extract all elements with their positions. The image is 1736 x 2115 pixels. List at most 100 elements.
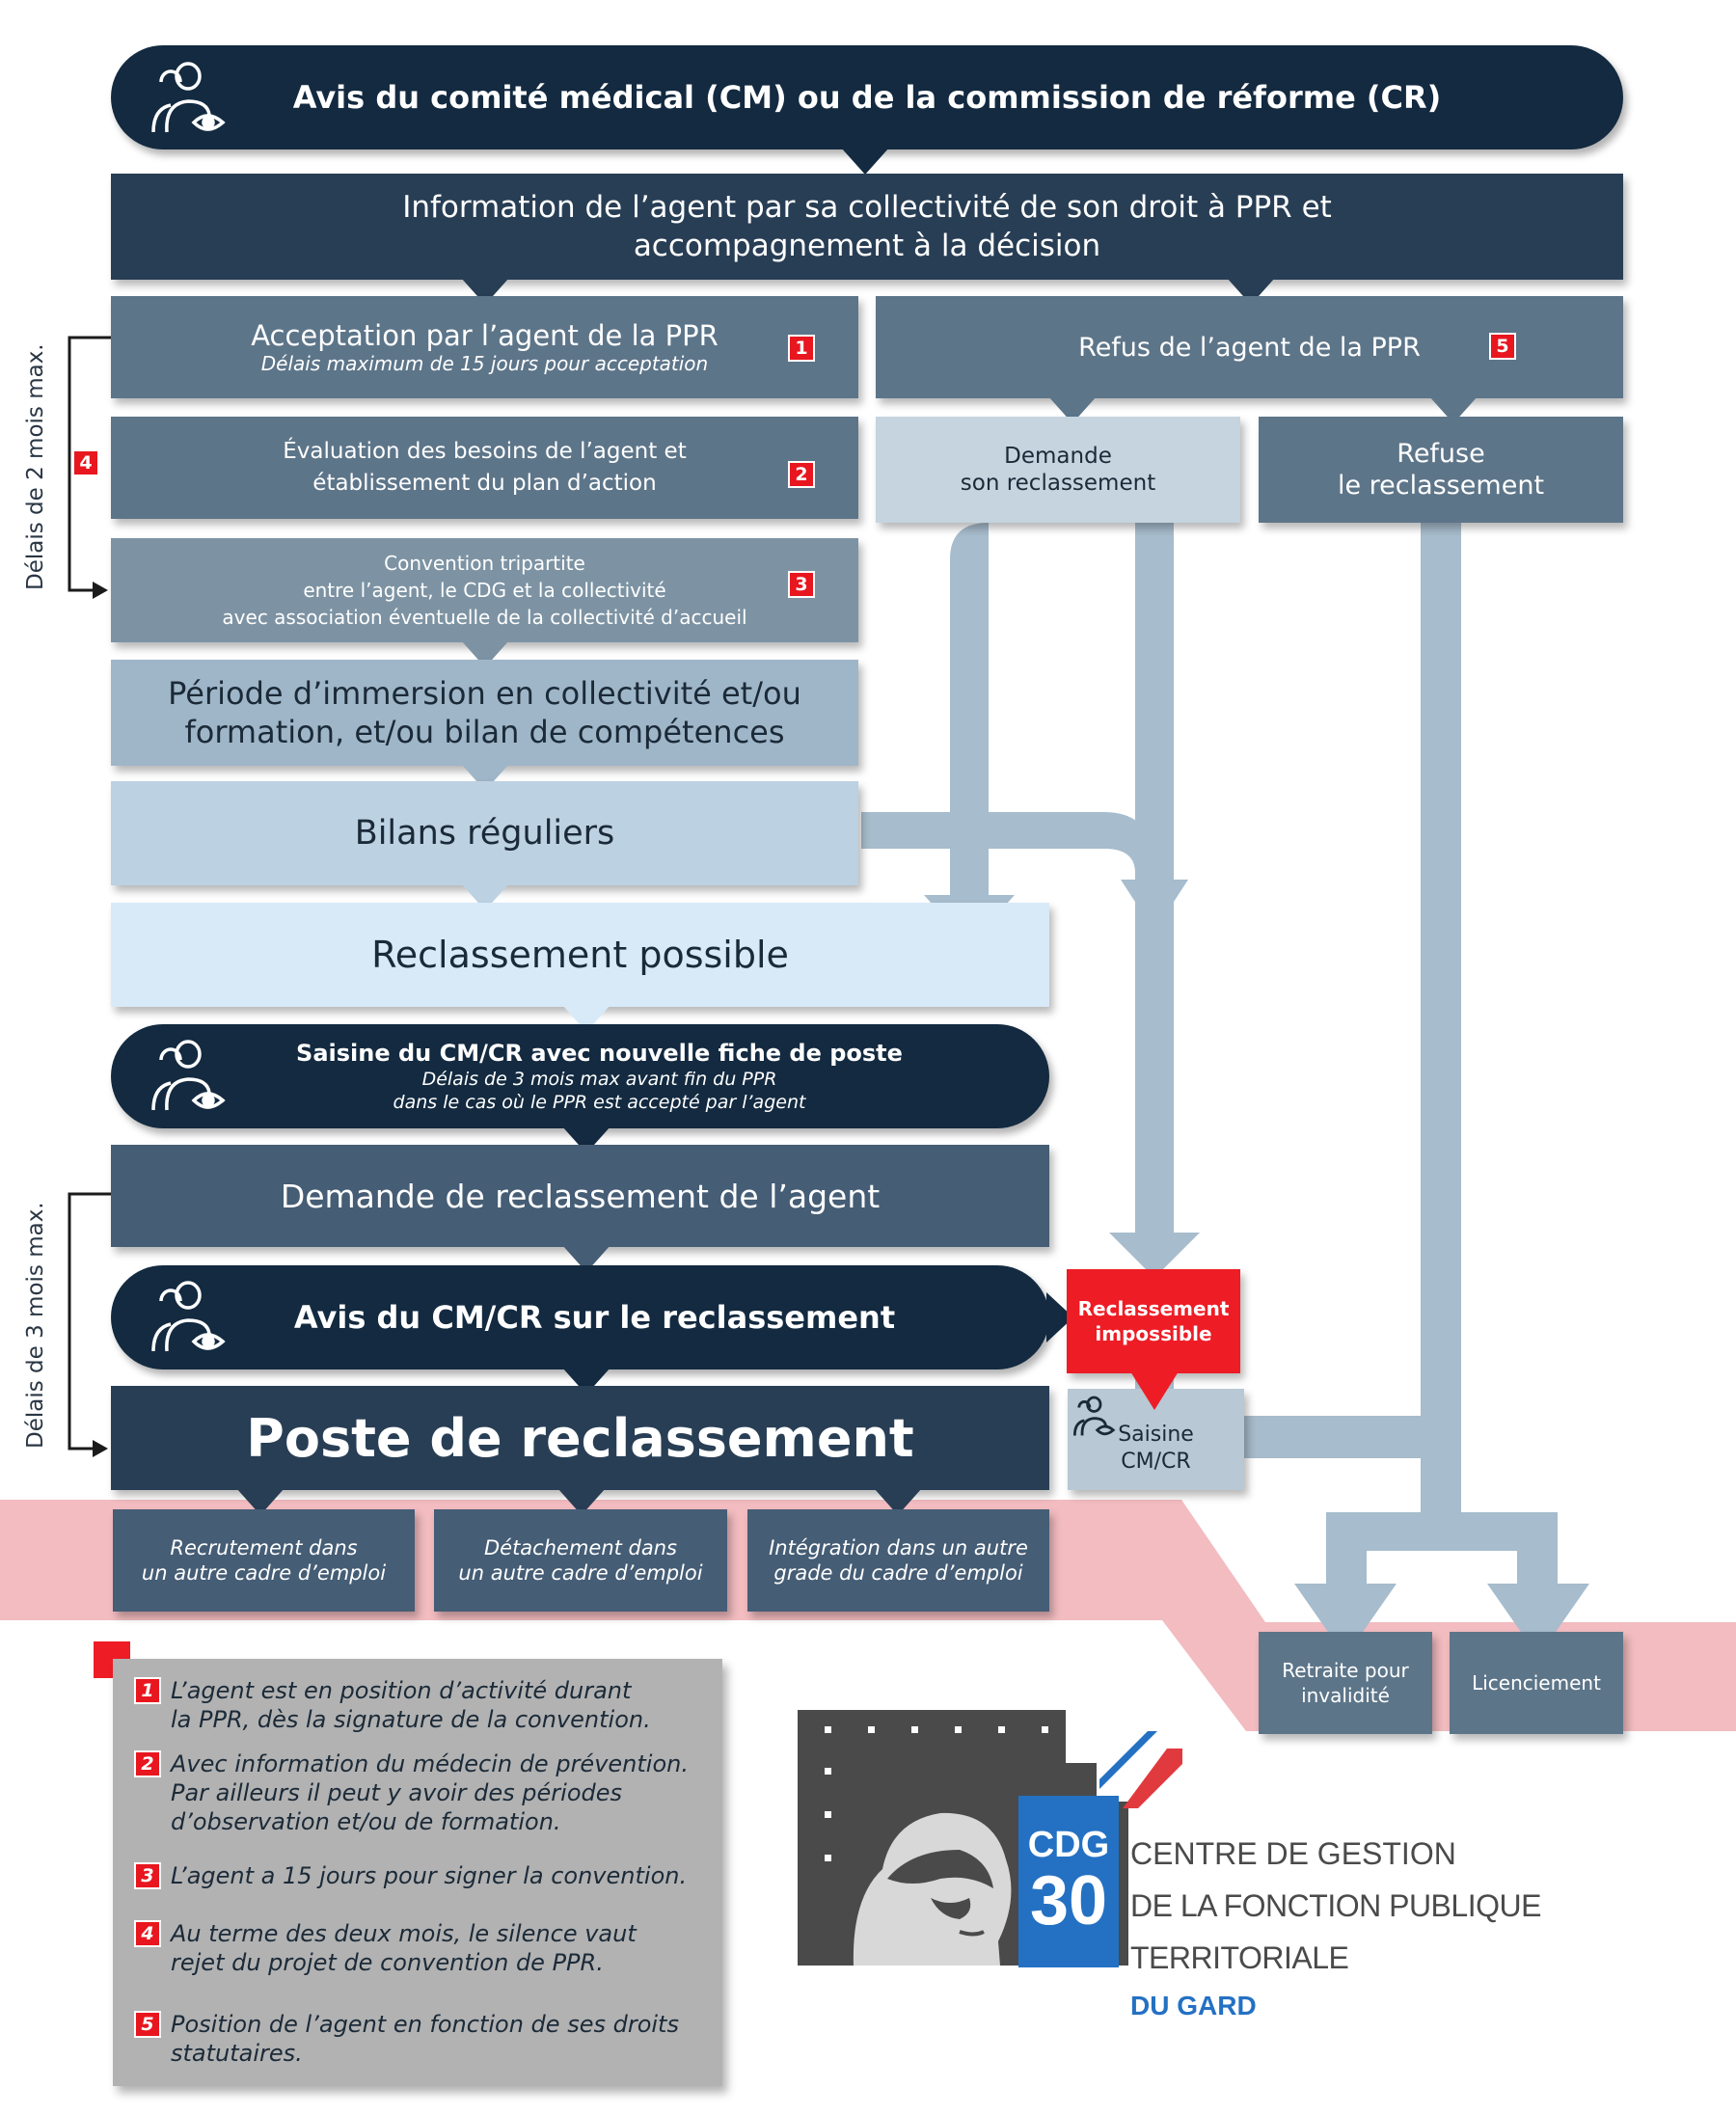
evaluation-box: Évaluation des besoins de l’agent et éta… — [111, 417, 858, 519]
legend-item-4: 4 Au terme des deux mois, le silence vau… — [136, 1919, 711, 1977]
saisine-pill-text: Saisine du CM/CR avec nouvelle fiche de … — [111, 1039, 1049, 1114]
reclassement-possible-box: Reclassement possible — [111, 903, 1049, 1007]
licenciement-label: Licenciement — [1472, 1671, 1601, 1695]
immersion-box: Période d’immersion en collectivité et/o… — [111, 660, 858, 766]
poste-label: Poste de reclassement — [246, 1407, 914, 1469]
legend-line: la PPR, dès la signature de la conventio… — [171, 1706, 651, 1733]
badge-1: 1 — [790, 337, 813, 360]
refuse-reclassement-box: Refuse le reclassement — [1259, 417, 1623, 523]
arrow-down-6 — [461, 883, 509, 910]
demande-agent-label: Demande de reclassement de l’agent — [280, 1177, 881, 1215]
arrow-down-2 — [461, 278, 509, 305]
licenciement-box: Licenciement — [1450, 1632, 1623, 1734]
acceptation-box: Acceptation par l’agent de la PPR Délais… — [111, 296, 858, 398]
arrow-down-5 — [461, 764, 509, 791]
immersion-line1: Période d’immersion en collectivité et/o… — [168, 675, 801, 712]
legend-badge: 1 — [136, 1679, 159, 1702]
arrow-down-10 — [562, 1368, 610, 1395]
demande-reclassement-line1: Demande — [1004, 444, 1112, 469]
outcome-line2: un autre cadre d’emploi — [141, 1561, 387, 1585]
outcome-line1: Détachement dans — [483, 1536, 677, 1559]
convention-line2: entre l’agent, le CDG et la collectivité — [303, 579, 666, 602]
arrow-down-refus-right — [1429, 396, 1478, 423]
legend-badge: 3 — [136, 1864, 159, 1887]
reclassement-impossible-line1: Reclassement — [1077, 1297, 1230, 1320]
arrow-down-4 — [461, 640, 509, 667]
convention-line3: avec association éventuelle de la collec… — [222, 606, 747, 629]
outcome-line1: Recrutement dans — [170, 1536, 358, 1559]
legend-badge: 2 — [136, 1752, 159, 1776]
legend-line: rejet du projet de convention de PPR. — [171, 1949, 604, 1976]
acceptation-subtitle: Délais maximum de 15 jours pour acceptat… — [260, 352, 709, 375]
arrow-down-3 — [1227, 278, 1275, 305]
demande-reclassement-line2: son reclassement — [960, 471, 1156, 496]
outcome-line1: Intégration dans un autre — [769, 1536, 1028, 1559]
legend-panel: 1 L’agent est en position d’activité dur… — [113, 1659, 722, 2086]
legend-line: L’agent est en position d’activité duran… — [171, 1677, 632, 1704]
bracket-top — [68, 336, 111, 592]
retraite-line1: Retraite pour — [1282, 1659, 1409, 1682]
legend-item-1: 1 L’agent est en position d’activité dur… — [136, 1676, 711, 1734]
badge-5: 5 — [1491, 335, 1514, 358]
avis-pill-title: Avis du CM/CR sur le reclassement — [293, 1299, 896, 1336]
legend-badge: 5 — [136, 2013, 159, 2036]
committee-icon — [151, 62, 226, 133]
logo-dots — [825, 1726, 1048, 1861]
outcome-line2: grade du cadre d’emploi — [773, 1561, 1023, 1585]
bracket-bottom-arrowhead — [93, 1440, 108, 1457]
reclassement-possible-label: Reclassement possible — [371, 934, 789, 976]
bilans-box: Bilans réguliers — [111, 781, 858, 885]
arrow-down-1 — [841, 148, 889, 175]
saisine-right-line1: Saisine — [1118, 1422, 1194, 1447]
arrow-down-outcome-3 — [874, 1488, 922, 1515]
bracket-top-arrowhead — [93, 582, 108, 599]
logo-blue-block: CDG 30 — [1018, 1796, 1119, 1967]
convention-box: Convention tripartite entre l’agent, le … — [111, 538, 858, 642]
flow-arrows — [861, 523, 1589, 1657]
legend-line: Avec information du médecin de préventio… — [171, 1750, 689, 1777]
outcome-recrutement: Recrutement dans un autre cadre d’emploi — [113, 1509, 415, 1612]
arrow-down-outcome-2 — [557, 1488, 606, 1515]
badge-3: 3 — [790, 573, 813, 596]
saisine-pill-title: Saisine du CM/CR avec nouvelle fiche de … — [296, 1040, 903, 1067]
demande-reclassement-box: Demande son reclassement — [876, 417, 1240, 523]
information-line1: Information de l’agent par sa collectivi… — [402, 190, 1332, 225]
legend-item-2: 2 Avec information du médecin de prévent… — [136, 1749, 711, 1836]
retraite-line2: invalidité — [1301, 1684, 1390, 1707]
arrow-impossible-down — [1130, 1371, 1179, 1410]
outcome-integration: Intégration dans un autre grade du cadre… — [747, 1509, 1049, 1612]
committee-icon — [151, 1281, 226, 1352]
arrow-down-8 — [562, 1126, 610, 1153]
retraite-box: Retraite pour invalidité — [1259, 1632, 1432, 1734]
poste-box: Poste de reclassement — [111, 1386, 1049, 1490]
arrow-bilans-to-saisine — [861, 812, 1188, 932]
logo-face-silhouette — [853, 1812, 1012, 1966]
evaluation-line2: établissement du plan d’action — [312, 471, 657, 496]
arrow-refuse-down — [1421, 523, 1461, 1512]
arrow-down-9 — [562, 1245, 610, 1272]
arrow-down-7 — [562, 1005, 610, 1032]
committee-icon — [151, 1040, 226, 1111]
logo-text-line2: DE LA FONCTION PUBLIQUE TERRITORIALE — [1130, 1888, 1541, 1975]
legend-line: Position de l’agent en fonction de ses d… — [171, 2011, 679, 2038]
information-line2: accompagnement à la décision — [633, 229, 1101, 263]
saisine-pill: Saisine du CM/CR avec nouvelle fiche de … — [111, 1024, 1049, 1128]
outcome-line2: un autre cadre d’emploi — [458, 1561, 703, 1585]
legend-line: L’agent a 15 jours pour signer la conven… — [171, 1862, 688, 1889]
outcome-detachement: Détachement dans un autre cadre d’emploi — [434, 1509, 727, 1612]
header-pill: Avis du comité médical (CM) ou de la com… — [111, 45, 1623, 149]
logo-flag-marks — [1099, 1731, 1182, 1808]
committee-icon — [1072, 1396, 1116, 1436]
refus-box: Refus de l’agent de la PPR 5 — [876, 296, 1623, 398]
saisine-pill-sub2: dans le cas où le PPR est accepté par l’… — [393, 1092, 806, 1113]
delai-3-mois-label: Délais de 3 mois max. — [23, 1202, 48, 1449]
bilans-label: Bilans réguliers — [354, 814, 615, 853]
legend-item-3: 3 L’agent a 15 jours pour signer la conv… — [136, 1861, 711, 1890]
acceptation-title: Acceptation par l’agent de la PPR — [251, 319, 719, 352]
badge-2: 2 — [790, 463, 813, 486]
delai-2-mois-label: Délais de 2 mois max. — [23, 343, 48, 590]
arrow-saisine-to-trunk — [1244, 1416, 1421, 1458]
refuse-reclassement-line1: Refuse — [1397, 439, 1485, 469]
logo-text-line1: CENTRE DE GESTION — [1130, 1836, 1456, 1871]
refuse-reclassement-line2: le reclassement — [1337, 471, 1545, 501]
